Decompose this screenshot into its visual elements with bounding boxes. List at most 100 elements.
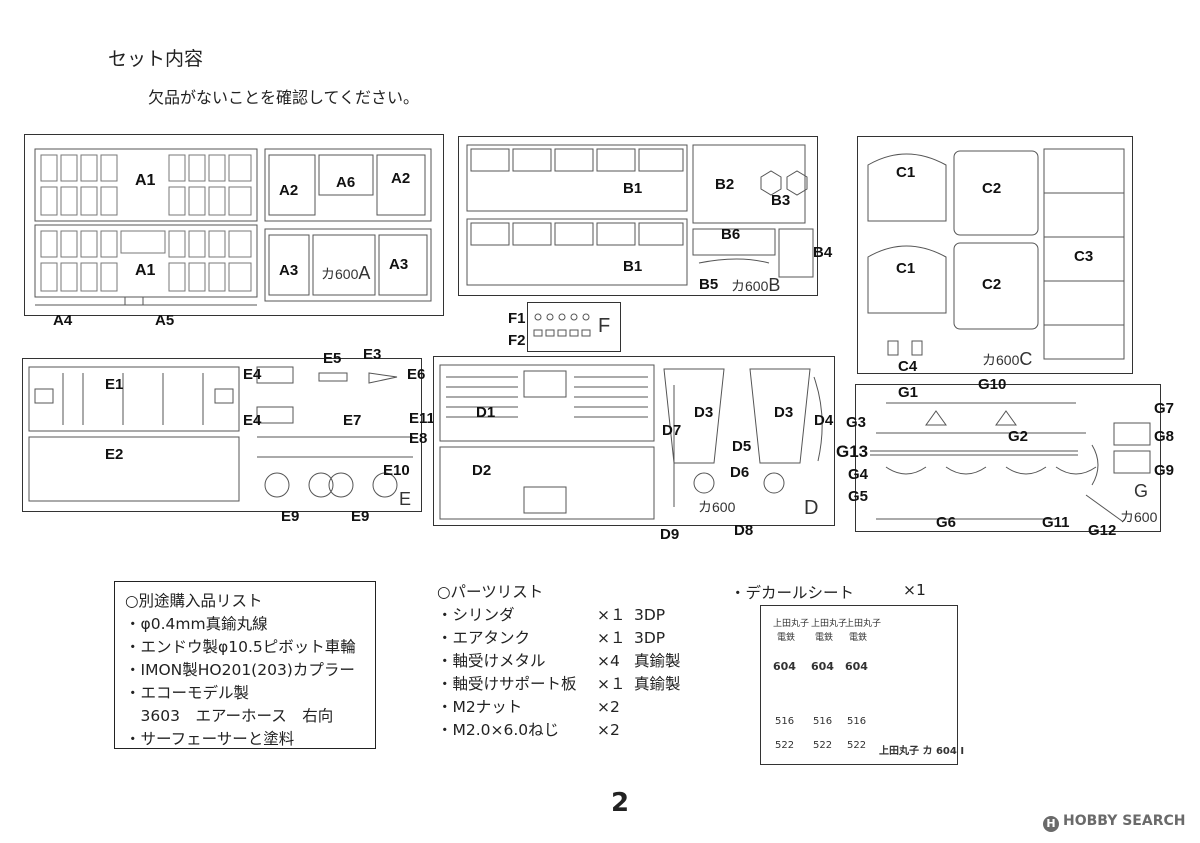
part-label-g12: G12 — [1088, 522, 1117, 539]
part-label-g4: G4 — [848, 466, 869, 483]
sprue-sheet-f: F1 F2 F — [508, 302, 621, 352]
part-label-g5: G5 — [848, 488, 869, 505]
part-label-a1: A1 — [135, 172, 156, 189]
part-label-a5: A5 — [155, 312, 175, 329]
part-label-d6: D6 — [730, 464, 750, 481]
purchase-list-item: ・φ0.4mm真鍮丸線 — [125, 615, 268, 633]
decal-emblem: 上田丸子 — [773, 619, 810, 629]
part-label-a2: A2 — [391, 170, 411, 187]
decal-sheet-qty: ×1 — [903, 581, 926, 599]
part-label-b1: B1 — [623, 180, 643, 197]
decal-number: 604 — [811, 660, 834, 673]
decal-number: 604 — [845, 660, 868, 673]
part-label-e5: E5 — [323, 350, 342, 367]
purchase-list-item: ・IMON製HO201(203)カプラー — [125, 661, 355, 679]
sheet-mark: カ600C — [982, 349, 1033, 369]
part-label-a6: A6 — [336, 174, 356, 191]
part-label-e4: E4 — [243, 412, 262, 429]
part-label-b5: B5 — [699, 276, 719, 293]
parts-list-title: ○パーツリスト — [437, 583, 544, 601]
part-label-b3: B3 — [771, 192, 791, 209]
part-label-e3: E3 — [363, 346, 382, 363]
purchase-list-item: ・エンドウ製φ10.5ピボット車輪 — [125, 638, 356, 656]
part-label-d8: D8 — [734, 522, 754, 539]
sheet-d-drawing — [439, 364, 823, 520]
page-number: 2 — [611, 788, 630, 818]
purchase-list-box: ○別途購入品リスト ・φ0.4mm真鍮丸線 ・エンドウ製φ10.5ピボット車輪 … — [114, 581, 376, 749]
sprue-sheet-g: G1 G10 G7 G3 G2 G8 G13 G9 G4 G5 G6 G11 G… — [836, 377, 1174, 538]
part-label-d5: D5 — [732, 438, 752, 455]
sheet-e-drawing — [28, 366, 413, 502]
part-label-a2: A2 — [279, 182, 299, 199]
sheet-a-drawing — [34, 148, 432, 306]
part-label-a1: A1 — [135, 262, 156, 279]
sprue-sheet-c: C1 C2 C1 C2 C3 C4 カ600C — [857, 136, 1133, 374]
decal-number: 516 — [775, 716, 795, 727]
part-label-e4: E4 — [243, 366, 262, 383]
part-label-d9: D9 — [660, 526, 680, 543]
part-label-c2: C2 — [982, 180, 1002, 197]
purchase-list-item: ・エコーモデル製 — [125, 684, 250, 702]
part-label-b2: B2 — [715, 176, 735, 193]
part-label-e8: E8 — [409, 430, 428, 447]
part-label-g7: G7 — [1154, 400, 1175, 417]
part-label-b6: B6 — [721, 226, 741, 243]
sheet-letter: D — [804, 497, 819, 519]
sheet-b-drawing — [466, 144, 814, 286]
part-label-g11: G11 — [1042, 514, 1070, 531]
part-label-g13: G13 — [836, 442, 869, 461]
part-label-c1: C1 — [896, 164, 916, 181]
part-label-e1: E1 — [105, 376, 124, 393]
decal-number: 516 — [847, 716, 867, 727]
part-label-b4: B4 — [813, 244, 833, 261]
part-label-g9: G9 — [1154, 462, 1175, 479]
decal-number: 522 — [847, 740, 867, 751]
part-label-e6: E6 — [407, 366, 426, 383]
sheet-mark: カ600A — [321, 263, 371, 283]
part-label-d3: D3 — [774, 404, 794, 421]
sprue-sheet-a: A1 A1 A2 A6 A2 A3 A3 カ600A A4 A5 — [24, 134, 444, 328]
purchase-list-item: ・サーフェーサーと塗料 — [125, 730, 295, 748]
purchase-list-title: ○別途購入品リスト — [125, 592, 263, 610]
decal-text: 電鉄 — [815, 633, 834, 643]
decal-emblem: 上田丸子 — [845, 619, 882, 629]
part-label-e11: E11 — [409, 410, 435, 427]
part-label-d3: D3 — [694, 404, 714, 421]
parts-list-row: ・M2.0×6.0ねじ×2 — [437, 721, 620, 739]
part-label-e10: E10 — [383, 462, 410, 479]
decal-sheet-label: ・デカールシート — [730, 584, 855, 602]
part-label-e9: E9 — [351, 508, 370, 525]
part-label-g3: G3 — [846, 414, 867, 431]
part-label-a3: A3 — [389, 256, 409, 273]
part-label-d4: D4 — [814, 412, 834, 429]
part-label-c3: C3 — [1074, 248, 1094, 265]
part-label-d1: D1 — [476, 404, 496, 421]
part-label-g10: G10 — [978, 376, 1007, 393]
part-label-f2: F2 — [508, 332, 526, 349]
sheet-letter: G — [1134, 481, 1149, 501]
part-label-g6: G6 — [936, 514, 957, 531]
sheet-letter: F — [598, 315, 611, 337]
decal-text: 上田丸子 カ 604 I — [879, 746, 965, 757]
part-label-d7: D7 — [662, 422, 682, 439]
decal-sheet: 上田丸子 上田丸子 上田丸子 電鉄 電鉄 電鉄 604 604 604 516 … — [760, 605, 964, 765]
decal-emblem: 上田丸子 — [811, 619, 848, 629]
part-label-g1: G1 — [898, 384, 919, 401]
decal-text: 電鉄 — [849, 633, 868, 643]
decal-number: 516 — [813, 716, 833, 727]
sheet-c-drawing — [867, 148, 1125, 360]
sheet-mark: カ600 — [698, 499, 736, 515]
part-label-e2: E2 — [105, 446, 124, 463]
part-label-e7: E7 — [343, 412, 362, 429]
part-label-a4: A4 — [53, 312, 73, 329]
part-label-c2: C2 — [982, 276, 1002, 293]
part-label-d2: D2 — [472, 462, 492, 479]
part-label-c1: C1 — [896, 260, 916, 277]
part-label-f1: F1 — [508, 310, 526, 327]
decal-number: 522 — [775, 740, 795, 751]
